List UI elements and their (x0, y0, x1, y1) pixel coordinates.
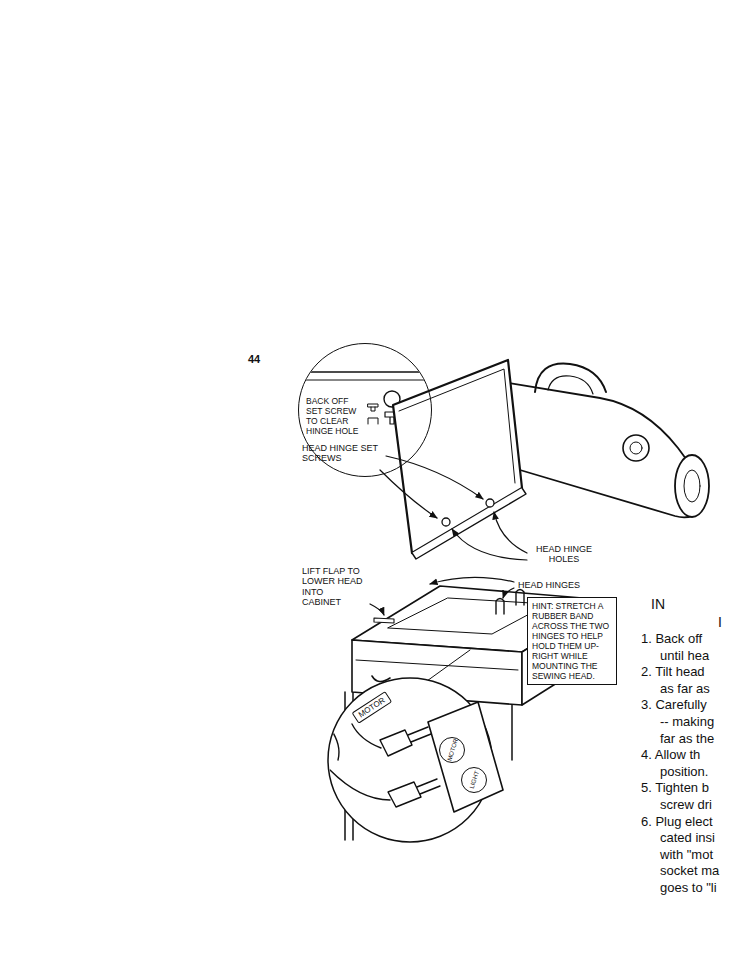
instruction-text: 6. Plug elect (641, 814, 713, 831)
instruction-text: -- making (660, 714, 714, 731)
sewing-head-part (442, 518, 450, 526)
instruction-text: socket ma (660, 863, 719, 880)
leader-arrows-part (452, 529, 527, 560)
instruction-text: far as the (660, 731, 714, 748)
instruction-text: 4. Allow th (641, 747, 700, 764)
instruction-text: 5. Tighten b (641, 780, 709, 797)
callout-label: HEAD HINGE SET SCREWS (302, 443, 386, 464)
sewing-head-part (486, 499, 494, 507)
instruction-text: cated insi (660, 830, 715, 847)
plug-detail-part-part (380, 730, 412, 756)
instruction-text: position. (660, 764, 708, 781)
instruction-text: 3. Carefully (641, 697, 707, 714)
sewing-head-part (399, 369, 515, 483)
detail-screw-part (368, 418, 378, 424)
node-text: LIGHT (468, 770, 481, 790)
sewing-head-part (623, 435, 649, 461)
sewing-head-part (535, 364, 606, 392)
sewing-head-part (630, 442, 642, 454)
socket-circle: MOTOR (439, 737, 465, 763)
hint-box: HINT: STRETCH A RUBBER BAND ACROSS THE T… (527, 597, 617, 685)
detail-screw-part (290, 371, 440, 372)
sewing-head-part (675, 455, 709, 517)
leader-arrows-part (386, 456, 483, 499)
cabinet-part (496, 599, 504, 615)
instruction-text: as far as (660, 681, 710, 698)
plug-detail-part-part (330, 770, 390, 800)
sewing-head-part (548, 376, 593, 394)
plug-detail-part (330, 724, 440, 807)
cabinet-part (516, 590, 524, 606)
instruction-text: until hea (660, 648, 709, 665)
cabinet-part (374, 618, 394, 623)
plug-detail (328, 650, 503, 842)
section-heading: I (718, 614, 722, 630)
leader-arrows-part (430, 577, 514, 584)
plug-detail-part-part (330, 728, 339, 760)
leader-arrows-part (494, 512, 527, 553)
plug-detail-part-part (408, 727, 431, 742)
plug-detail-part-part (417, 779, 440, 794)
plug-detail-part-part (352, 724, 381, 748)
plug-detail-part (428, 702, 503, 812)
leader-arrows-part (503, 588, 514, 598)
cabinet-part (356, 660, 518, 670)
leader-arrows (370, 456, 527, 615)
section-heading: IN (651, 596, 665, 612)
instruction-text: screw dri (660, 797, 712, 814)
detail-screw-part (290, 380, 440, 381)
leader-arrows-part (380, 470, 437, 518)
instruction-text: with "mot (660, 847, 713, 864)
sewing-head-part (684, 470, 700, 502)
sewing-head (393, 360, 709, 559)
socket-circle: LIGHT (461, 767, 487, 793)
instruction-text: 2. Tilt head (641, 664, 705, 681)
instruction-text: goes to "li (660, 880, 717, 897)
callout-label: HEAD HINGES (518, 580, 580, 590)
callout-label: LIFT FLAP TO LOWER HEAD INTO CABINET (302, 566, 364, 607)
instruction-text: 1. Back off (641, 631, 702, 648)
node-text: HINT: STRETCH A RUBBER BAND ACROSS THE T… (532, 601, 612, 681)
detail-screw-part (368, 404, 378, 411)
node-text: BACK OFF SET SCREW TO CLEAR HINGE HOLE (306, 396, 366, 436)
sewing-head-part (393, 360, 522, 553)
leader-arrows-part (370, 604, 384, 615)
plug-detail-part-part (388, 782, 421, 807)
sewing-head-part (412, 488, 526, 559)
cabinet-part (511, 705, 513, 760)
callout-label: HEAD HINGE HOLES (528, 544, 600, 565)
page-number: 44 (248, 353, 260, 366)
node-text: MOTOR (445, 738, 459, 762)
